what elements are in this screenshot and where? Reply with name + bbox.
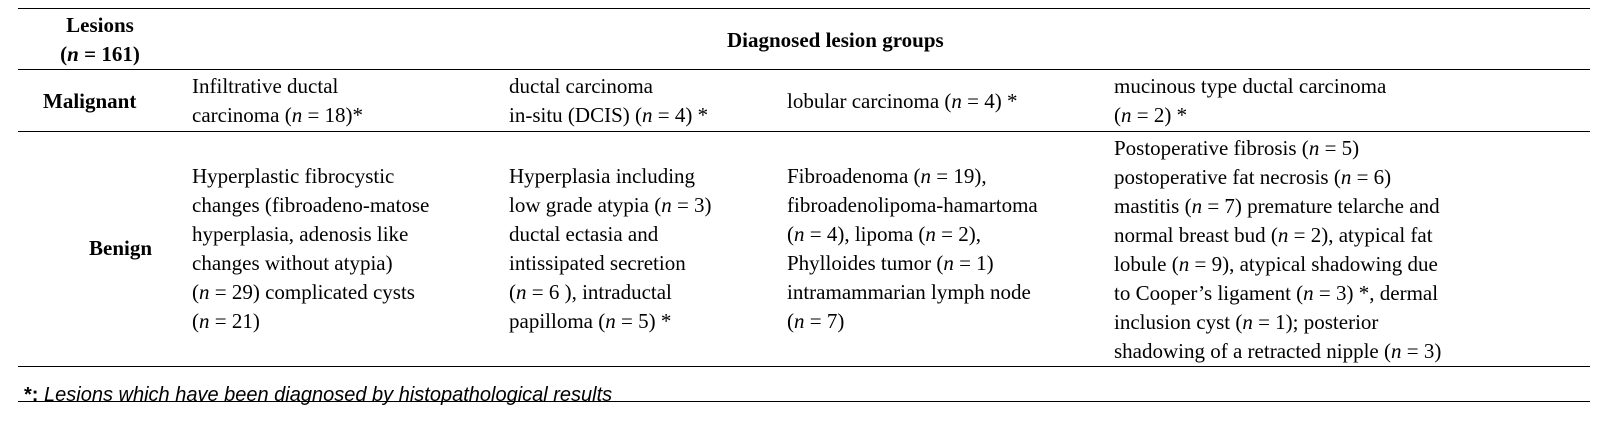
malignant-cell-2: ductal carcinoma in-situ (DCIS) (n = 4) … [509, 74, 709, 127]
malignant-cell-1: Infiltrative ductal carcinoma (n = 18)* [192, 74, 364, 127]
benign-cell-3: Fibroadenoma (n = 19), fibroadenolipoma-… [787, 164, 1038, 333]
header-bottom-rule [18, 69, 1590, 70]
benign-cell-4: Postoperative fibrosis (n = 5) postopera… [1114, 136, 1442, 363]
malignant-bottom-rule [18, 131, 1590, 132]
header-lesions: Lesions (n = 161) [30, 11, 170, 69]
header-lesions-n: (n = 161) [60, 42, 140, 66]
row-label-malignant: Malignant [43, 89, 137, 113]
footnote-text: Lesions which have been diagnosed by his… [38, 384, 613, 406]
malignant-cell-4: mucinous type ductal carcinoma (n = 2) * [1114, 74, 1387, 127]
table-top-rule [18, 8, 1590, 9]
benign-cell-2: Hyperplasia including low grade atypia (… [509, 164, 712, 333]
benign-bottom-rule [18, 366, 1590, 367]
table-bottom-rule [18, 401, 1590, 402]
benign-cell-1: Hyperplastic fibrocystic changes (fibroa… [192, 164, 430, 333]
header-diagnosed-groups: Diagnosed lesion groups [727, 28, 944, 52]
row-label-benign: Benign [89, 236, 153, 260]
table-footnote: *: Lesions which have been diagnosed by … [24, 384, 612, 407]
header-lesions-label: Lesions [66, 13, 134, 37]
footnote-mark: *: [24, 384, 39, 406]
malignant-cell-3: lobular carcinoma (n = 4) * [787, 89, 1018, 113]
